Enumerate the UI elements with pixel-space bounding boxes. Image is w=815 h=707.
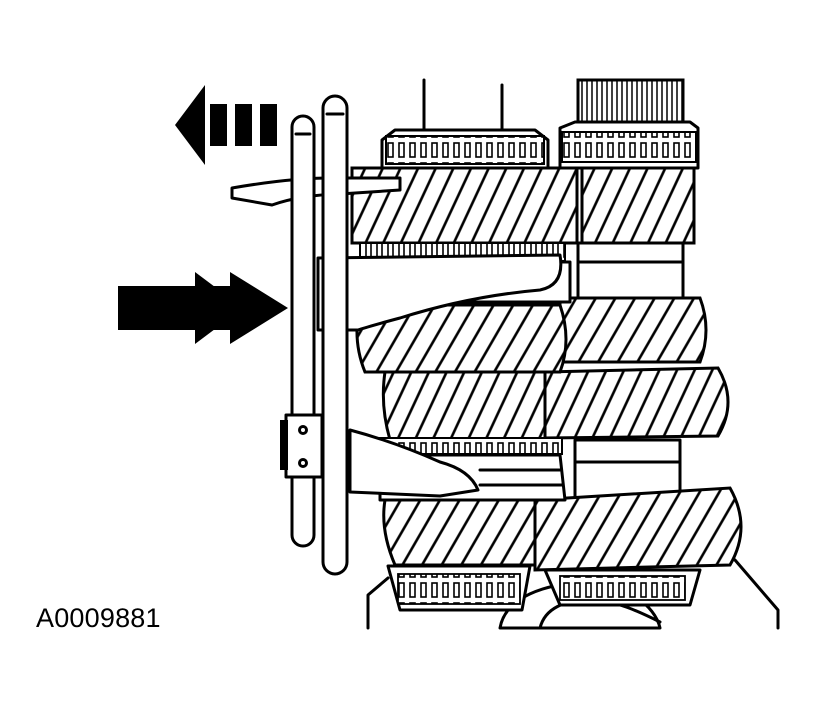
main-shaft-gear-stack [533, 78, 743, 607]
shift-rail-rear [321, 94, 349, 576]
shift-rail-block [280, 413, 324, 479]
dashed-left-arrow-icon [175, 85, 277, 165]
double-right-arrow-icon [118, 272, 288, 344]
shift-fork-lower [348, 428, 480, 498]
counter-shaft-gear-stack [350, 78, 579, 612]
figure-code: A0009881 [36, 603, 161, 633]
shift-rail-front [290, 114, 316, 548]
shift-lug-plate [230, 176, 402, 207]
